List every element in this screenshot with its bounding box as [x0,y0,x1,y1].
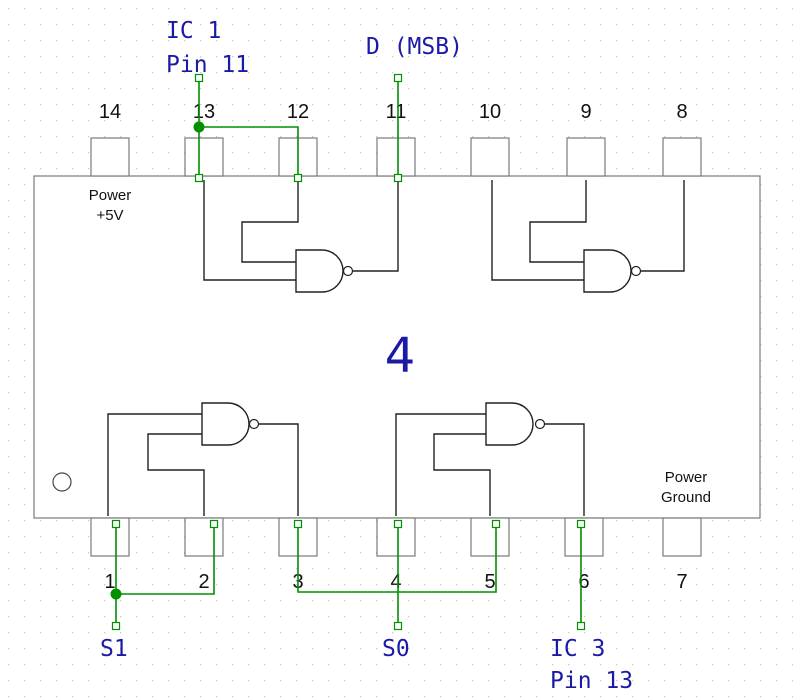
ground-label-line2: Ground [661,489,711,506]
nand-gate-c-bubble [248,418,260,430]
wire-pin3-to-pin5 [297,524,497,593]
ic3-label-line1: IC 3 [550,636,605,662]
chip-number: 4 [385,328,416,384]
external-wires [115,78,582,626]
pin-8-stub [662,137,702,177]
wire-pin13-to-pin12 [199,126,299,178]
nand-gate-a [295,249,344,293]
junction-dot-top [193,121,205,133]
gate-a-internal-wiring [203,180,399,281]
pin-10-stub [470,137,510,177]
s0-label: S0 [382,636,410,662]
pin-2-stub [184,517,224,557]
pin-number-8: 8 [676,101,687,123]
pin-5-stub [470,517,510,557]
pin-14-stub [90,137,130,177]
pin-number-9: 9 [580,101,591,123]
ground-label-line1: Power [665,469,708,486]
pin-number-10: 10 [479,101,501,123]
pin-1-stub [90,517,130,557]
ic1-label-line2: Pin 11 [166,52,249,78]
pin-number-6: 6 [578,571,589,593]
pin-13-stub [184,137,224,177]
nand-gate-c [201,402,250,446]
pin-11-stub [376,137,416,177]
pin-number-7: 7 [676,571,687,593]
junction-dot-bottom [110,588,122,600]
ic3-label-line2: Pin 13 [550,668,633,694]
pin-number-4: 4 [390,571,401,593]
pin-number-2: 2 [198,571,209,593]
power-label-line2: +5V [96,207,123,224]
gate-b-internal-wiring [491,180,685,281]
pin-number-1: 1 [104,571,115,593]
power-label-line1: Power [89,187,132,204]
pin-number-12: 12 [287,101,309,123]
d-msb-label: D (MSB) [366,34,463,60]
chip-body [33,175,761,519]
pin-number-5: 5 [484,571,495,593]
nand-gate-d [485,402,534,446]
s1-label: S1 [100,636,128,662]
gate-d-internal-wiring [395,413,585,516]
nand-gate-b [583,249,632,293]
gate-c-internal-wiring [107,413,299,516]
ic1-label-line1: IC 1 [166,18,221,44]
bottom-pin-stubs [90,517,702,557]
wire-endpoint-markers [111,73,586,631]
pin-9-stub [566,137,606,177]
nand-gate-b-bubble [630,265,642,277]
nand-gate-d-bubble [534,418,546,430]
nand-gate-a-bubble [342,265,354,277]
wire-pin1-to-pin2 [116,524,215,595]
pin-7-stub [662,517,702,557]
pin-number-13: 13 [193,101,215,123]
pin-number-14: 14 [99,101,121,123]
orientation-notch [52,472,72,492]
pin-number-11: 11 [386,101,407,123]
